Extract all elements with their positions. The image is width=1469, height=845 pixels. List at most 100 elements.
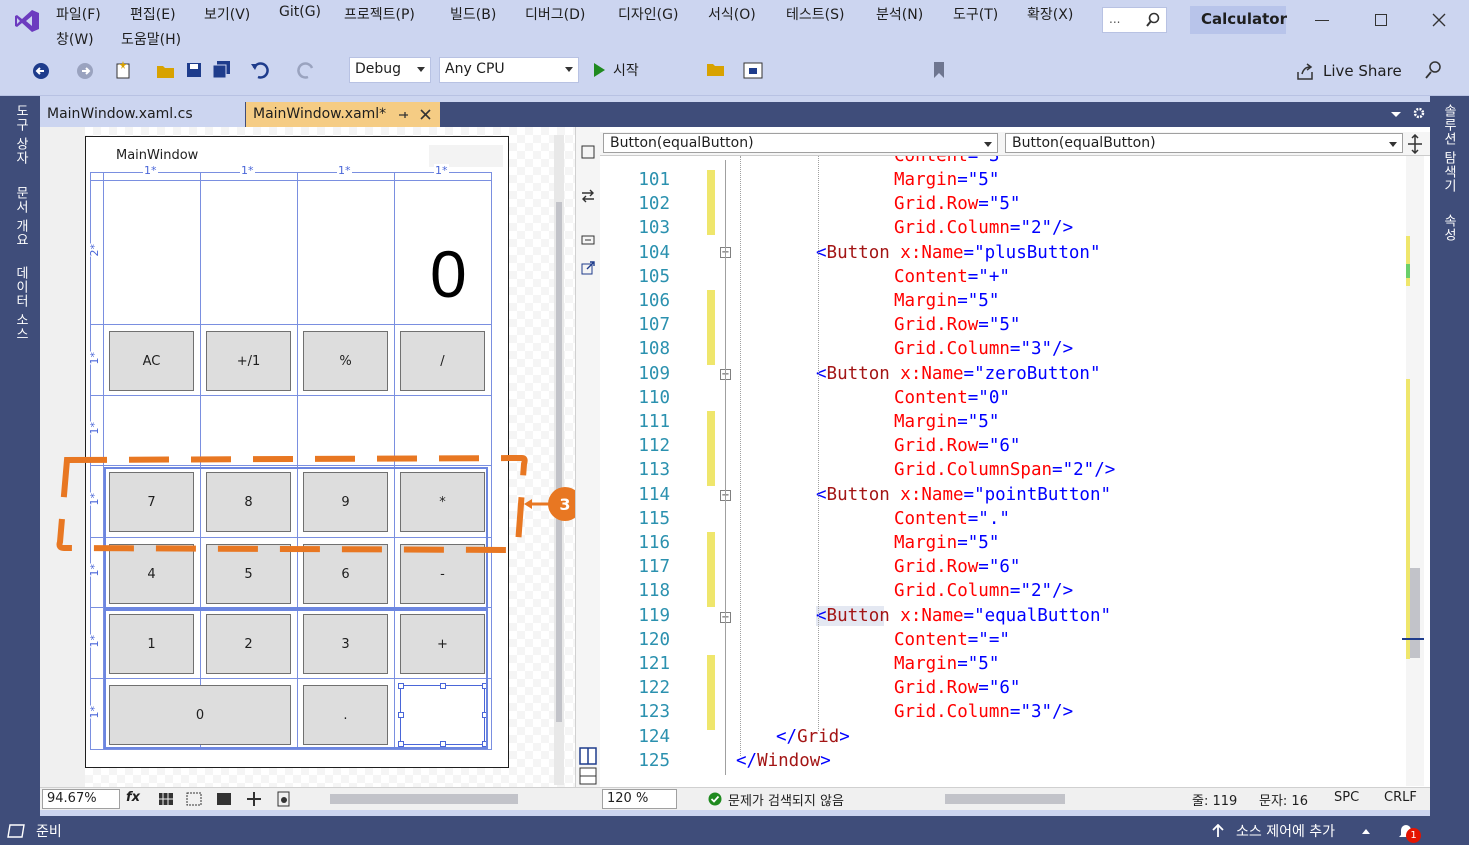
selection-handle[interactable] [440, 741, 446, 747]
swap-panes-icon[interactable] [581, 189, 595, 203]
menu-item[interactable]: 보기(V) [204, 7, 251, 23]
menu-item[interactable]: 디자인(G) [618, 7, 679, 23]
menu-item[interactable]: Git(G) [279, 4, 321, 20]
designer-vscroll-thumb[interactable] [556, 202, 562, 722]
close-window-button[interactable] [1432, 13, 1446, 27]
editor-vscroll-thumb[interactable] [1410, 568, 1420, 658]
designer-hscroll-thumb[interactable] [330, 794, 518, 804]
design-pane-icon[interactable] [581, 145, 595, 159]
line-ending-indicator[interactable]: CRLF [1384, 790, 1417, 805]
nav-member-select[interactable]: Button(equalButton) [1005, 133, 1403, 153]
vertical-split-icon[interactable] [579, 747, 597, 765]
editor-zoom-select[interactable]: 120 % [602, 789, 677, 809]
snap-lines-icon[interactable] [245, 791, 263, 807]
toolbox-tab[interactable]: 도구 상자 [13, 104, 28, 166]
data-sources-tab[interactable]: 데이터 소스 [13, 266, 28, 342]
formula-icon[interactable]: fx [126, 790, 141, 805]
calc-button-14[interactable]: 3 [303, 614, 388, 674]
calc-button-15[interactable]: + [400, 614, 485, 674]
calc-button-9[interactable]: 5 [206, 544, 291, 604]
menu-item[interactable]: 편집(E) [130, 7, 176, 23]
grid-icon[interactable] [158, 792, 174, 806]
nav-element-select[interactable]: Button(equalButton) [603, 133, 998, 153]
undo-icon[interactable] [250, 60, 270, 80]
chevron-up-icon[interactable] [1361, 828, 1371, 834]
forward-icon[interactable] [76, 62, 94, 80]
folder-search-icon[interactable] [706, 62, 726, 78]
tab-mainwindow-cs[interactable]: MainWindow.xaml.cs [40, 102, 245, 127]
calc-button-10[interactable]: 6 [303, 544, 388, 604]
calc-button-1[interactable]: +/1 [206, 331, 291, 391]
editor-hscroll-thumb[interactable] [945, 794, 1065, 804]
calc-button-2[interactable]: % [303, 331, 388, 391]
platform-select[interactable]: Any CPU [439, 57, 579, 83]
config-select[interactable]: Debug [349, 57, 431, 83]
calc-button-7[interactable]: * [400, 472, 485, 532]
editor-vscroll[interactable] [1402, 156, 1424, 786]
calc-button-11[interactable]: - [400, 544, 485, 604]
issues-status[interactable]: 문제가 검색되지 않음 [728, 794, 844, 809]
menu-item[interactable]: 도움말(H) [121, 32, 182, 48]
maximize-button[interactable] [1375, 14, 1387, 26]
project-code-icon[interactable] [276, 791, 292, 807]
code-token: ="5" [957, 291, 1000, 311]
back-icon[interactable] [32, 62, 50, 80]
menu-item[interactable]: 서식(O) [708, 7, 756, 23]
tab-mainwindow-xaml[interactable]: MainWindow.xaml* [246, 102, 440, 127]
xaml-editor[interactable] [600, 127, 1430, 787]
artboard-icon[interactable] [216, 792, 232, 806]
tab-dropdown-icon[interactable] [1390, 111, 1402, 119]
pin-icon[interactable] [397, 109, 409, 121]
column-indicator[interactable]: 문자: 16 [1259, 794, 1308, 809]
redo-icon[interactable] [296, 60, 316, 80]
calc-button-5[interactable]: 8 [206, 472, 291, 532]
calc-button-zero[interactable]: 0 [109, 685, 291, 745]
menu-item[interactable]: 디버그(D) [525, 7, 586, 23]
menu-item[interactable]: 확장(X) [1027, 7, 1074, 23]
bookmark-icon[interactable] [932, 61, 946, 79]
calc-button-8[interactable]: 4 [109, 544, 194, 604]
menu-item[interactable]: 분석(N) [876, 7, 924, 23]
calc-button-6[interactable]: 9 [303, 472, 388, 532]
open-folder-icon[interactable] [156, 62, 176, 80]
calc-button-point[interactable]: . [303, 685, 388, 745]
popout-icon[interactable] [581, 261, 595, 275]
calc-button-12[interactable]: 1 [109, 614, 194, 674]
gear-icon[interactable] [1412, 106, 1426, 120]
add-to-source-control[interactable]: 소스 제어에 추가 [1236, 824, 1336, 840]
snap-grid-icon[interactable] [186, 792, 202, 806]
new-project-icon[interactable] [114, 60, 132, 80]
minimize-button[interactable] [1315, 20, 1329, 21]
menu-item[interactable]: 프로젝트(P) [344, 7, 415, 23]
split-icon[interactable] [581, 233, 595, 247]
calc-button-4[interactable]: 7 [109, 472, 194, 532]
close-tab-icon[interactable] [420, 109, 431, 120]
selection-handle[interactable] [398, 683, 404, 689]
feedback-icon[interactable] [1424, 60, 1444, 80]
properties-tab[interactable]: 속성 [1441, 214, 1456, 242]
calc-button-0[interactable]: AC [109, 331, 194, 391]
browser-icon[interactable] [743, 62, 763, 80]
selection-handle[interactable] [398, 741, 404, 747]
solution-explorer-tab[interactable]: 솔루션 탐색기 [1441, 104, 1456, 194]
calc-button-13[interactable]: 2 [206, 614, 291, 674]
whitespace-indicator[interactable]: SPC [1334, 790, 1360, 805]
split-editor-icon[interactable] [1407, 134, 1423, 154]
calc-button-equal-selected[interactable] [398, 683, 488, 747]
line-indicator[interactable]: 줄: 119 [1192, 794, 1238, 809]
designer-zoom-select[interactable]: 94.67% [42, 789, 120, 809]
calc-button-3[interactable]: / [400, 331, 485, 391]
menu-item[interactable]: 창(W) [56, 32, 94, 48]
search-box[interactable]: ... [1102, 7, 1167, 33]
menu-item[interactable]: 파일(F) [56, 7, 101, 23]
selection-handle[interactable] [398, 712, 404, 718]
save-icon[interactable] [186, 62, 202, 78]
selection-handle[interactable] [440, 683, 446, 689]
menu-item[interactable]: 도구(T) [953, 7, 999, 23]
menu-item[interactable]: 테스트(S) [786, 7, 845, 23]
menu-item[interactable]: 빌드(B) [450, 7, 497, 23]
save-all-icon[interactable] [212, 60, 232, 80]
document-outline-tab[interactable]: 문서 개요 [13, 186, 28, 248]
horizontal-split-icon[interactable] [579, 767, 597, 785]
